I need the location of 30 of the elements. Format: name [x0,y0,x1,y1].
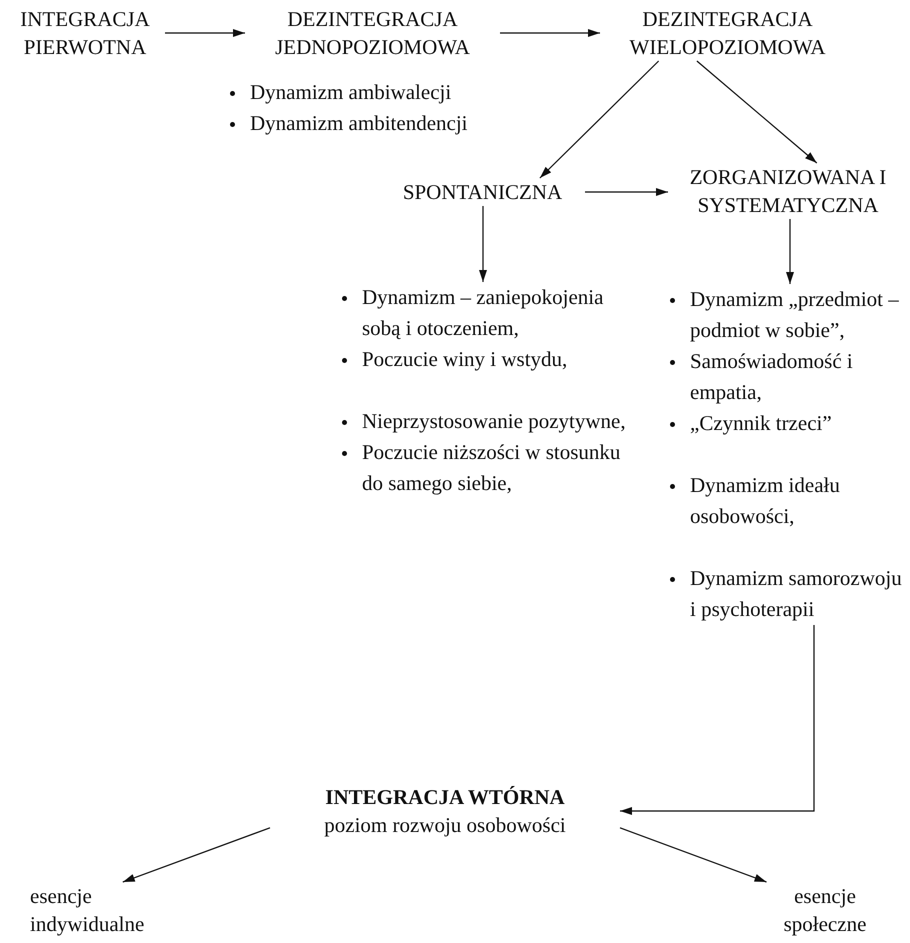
stage-label: INTEGRACJA PIERWOTNA [19,6,151,61]
arrow [500,29,600,37]
arrow [165,29,245,37]
arrow [539,60,660,178]
stage-subtitle: poziom rozwoju osobowości [323,812,567,839]
list-item-text: Dynamizm ambiwalecji [250,79,452,106]
arrow [479,206,487,282]
list-item-text: Dynamizm „przedmiot – podmiot w sobie”, [690,286,900,344]
arrow [620,625,815,815]
stage-heading: INTEGRACJA WTÓRNA [324,784,566,811]
stage-label: DEZINTEGRACJA WIELOPOZIOMOWA [628,6,826,61]
arrow [122,827,270,883]
list-item-text: Poczucie niższości w stosunku do samego siebie, [362,439,622,497]
arrow [696,60,818,164]
stage-label: esencje indywidualne [30,883,146,938]
list-item-text: Samoświadomość i empatia, [690,348,854,406]
list-item-text: Dynamizm ideału osobowości, [690,472,841,530]
arrow [585,188,668,196]
stage-label: DEZINTEGRACJA JEDNOPOZIOMOWA [274,6,471,61]
list-item-text: Poczucie winy i wstydu, [362,346,568,373]
list-item-text: Dynamizm samorozwoju i psychoterapii [690,565,903,623]
arrow [620,827,767,883]
stage-label: ZORGANIZOWANA I SYSTEMATYCZNA [688,164,888,219]
list-item-text: „Czynnik trzeci” [690,410,832,437]
stage-label: esencje społeczne [782,883,868,938]
stage-label: SPONTANICZNA [402,179,564,206]
list-item-text: Dynamizm – zaniepokojenia sobą i otoczeniem, [362,284,604,342]
list-item-text: Nieprzystosowanie pozytywne, [362,408,626,435]
arrow [786,219,794,284]
list-item-text: Dynamizm ambitendencji [250,110,468,137]
